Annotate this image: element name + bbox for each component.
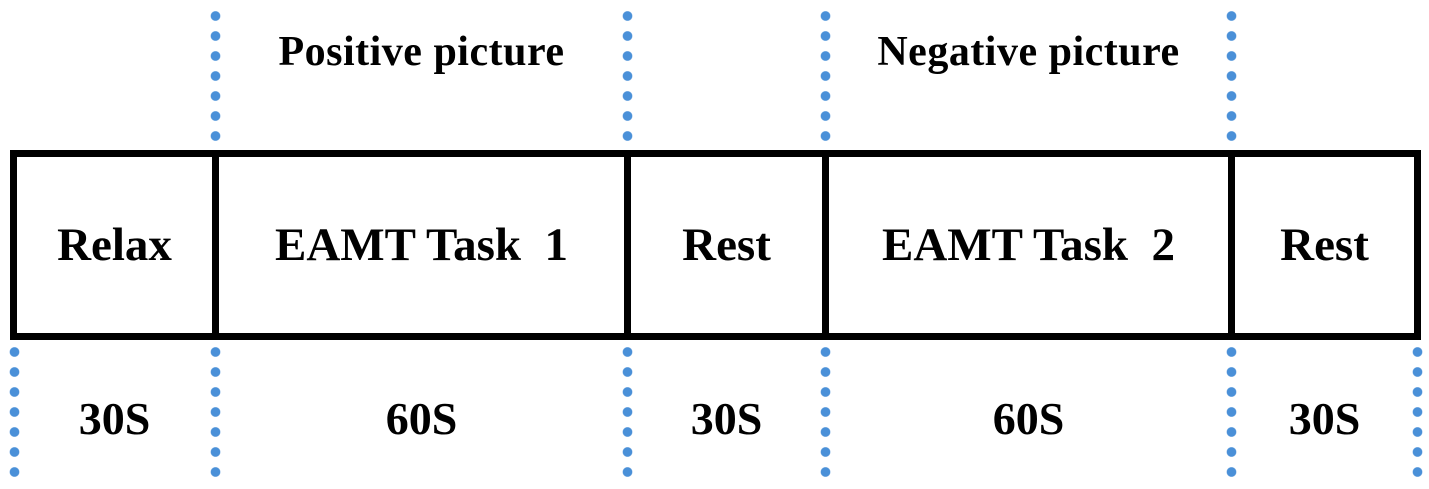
timeline-segment-rest-1: Rest xyxy=(624,157,822,333)
timeline-segment-rest-2: Rest xyxy=(1228,157,1414,333)
dotted-line-bottom-2 xyxy=(210,342,221,484)
duration-relax: 30S xyxy=(78,392,151,444)
dotted-line-top-4 xyxy=(1226,6,1237,149)
dotted-line-bottom-6 xyxy=(1412,342,1423,484)
duration-rest-2: 30S xyxy=(1288,392,1361,444)
dotted-line-top-3 xyxy=(820,6,831,149)
segment-label: Rest xyxy=(1280,219,1369,271)
timeline-segment-eamt-task-1: EAMT Task 1 xyxy=(212,157,624,333)
segment-label: Relax xyxy=(57,219,172,271)
dotted-line-top-1 xyxy=(210,6,221,149)
phase-label-negative-picture: Negative picture xyxy=(877,29,1180,75)
duration-rest-1: 30S xyxy=(690,392,763,444)
dotted-line-bottom-3 xyxy=(622,342,633,484)
segment-label: EAMT Task 1 xyxy=(274,219,568,271)
dotted-line-bottom-4 xyxy=(820,342,831,484)
phase-label-positive-picture: Positive picture xyxy=(278,29,565,75)
dotted-line-bottom-1 xyxy=(9,342,20,484)
dotted-line-top-2 xyxy=(622,6,633,149)
segment-label: EAMT Task 2 xyxy=(881,219,1175,271)
dotted-line-bottom-5 xyxy=(1226,342,1237,484)
timeline-segment-relax: Relax xyxy=(17,157,212,333)
timeline-row: Relax EAMT Task 1 Rest EAMT Task 2 Rest xyxy=(10,150,1421,340)
segment-label: Rest xyxy=(682,219,771,271)
duration-eamt-task-1: 60S xyxy=(385,392,458,444)
timeline-segment-eamt-task-2: EAMT Task 2 xyxy=(822,157,1228,333)
duration-eamt-task-2: 60S xyxy=(992,392,1065,444)
